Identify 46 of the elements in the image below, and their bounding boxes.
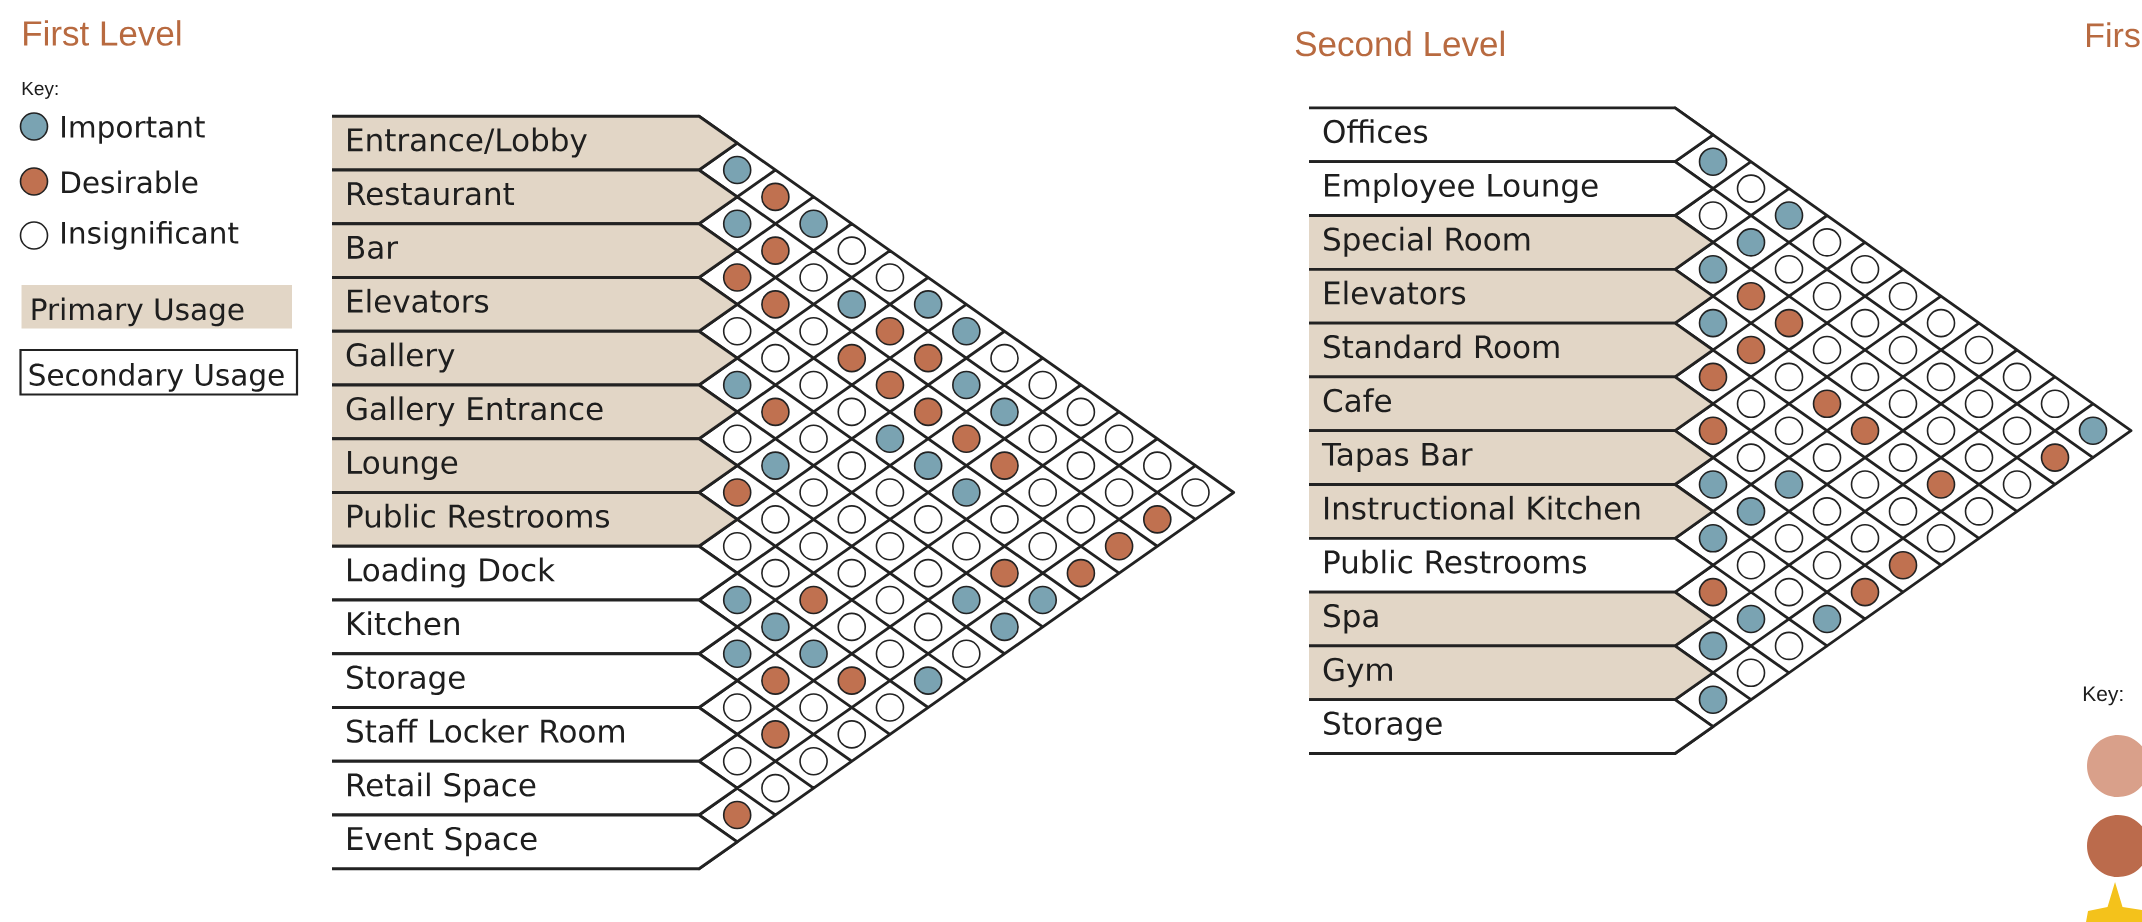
node-label: Retail Space <box>348 772 536 803</box>
node-label: Employee Lounge <box>1325 173 1598 204</box>
room-label-box: Spa <box>1309 590 1715 648</box>
room-label-box: Public Restrooms <box>332 491 739 548</box>
node-label: Loading Dock <box>348 557 555 588</box>
room-label-box: Gym <box>1309 644 1715 702</box>
room-label-box: Lounge <box>332 437 739 494</box>
node-label: Offices <box>1323 119 1428 144</box>
room-label-box: Entrance/Lobby <box>332 114 739 172</box>
node-label: Storage <box>347 665 465 696</box>
key-heading: Key: <box>2083 686 2123 706</box>
legend-label: Insignificant <box>62 221 239 250</box>
room-label-box: Loading Dock <box>332 544 739 602</box>
key-heading: Key: <box>22 81 58 99</box>
room-label-box: Instructional Kitchen <box>1309 483 1715 540</box>
room-label-box: Event Space <box>332 813 739 871</box>
room-label-box: Tapas Bar <box>1309 429 1715 486</box>
room-label-box: Gallery <box>332 329 739 387</box>
usage-key-box: Secondary Usage <box>19 348 299 396</box>
room-label-box: Public Restrooms <box>1309 536 1715 594</box>
room-label-box: Restaurant <box>332 168 739 226</box>
panel-title: Firs <box>2087 22 2140 48</box>
room-label-box: Employee Lounge <box>1309 160 1715 217</box>
room-label-box: Kitchen <box>332 598 739 656</box>
node-label: Staff Locker Room <box>347 718 624 743</box>
room-label-box: Storage <box>332 652 739 709</box>
room-label-box: Offices <box>1309 106 1715 164</box>
node-label: Storage <box>1324 711 1442 742</box>
room-label-box: Retail Space <box>332 759 739 817</box>
room-label-box: Elevators <box>1309 267 1715 325</box>
room-label-box: Elevators <box>332 276 739 333</box>
panel-title: Second Level <box>1295 30 1504 57</box>
room-label-box: Standard Room <box>1309 321 1715 379</box>
legend-label: Important <box>62 116 205 144</box>
node-label: Kitchen <box>348 611 459 636</box>
node-label: Public Restrooms <box>1325 549 1587 574</box>
room-label-box: Bar <box>332 222 739 279</box>
room-label-box: Storage <box>1309 698 1715 755</box>
usage-key-box: Primary Usage <box>21 285 292 329</box>
node-label: Event Space <box>348 826 537 857</box>
room-label-box: Cafe <box>1309 375 1715 433</box>
room-label-box: Special Room <box>1309 214 1715 271</box>
room-label-box: Gallery Entrance <box>332 383 739 441</box>
room-label-box: Staff Locker Room <box>332 706 739 763</box>
panel-title: First Level <box>24 20 181 46</box>
legend-label: Desirable <box>62 170 198 194</box>
